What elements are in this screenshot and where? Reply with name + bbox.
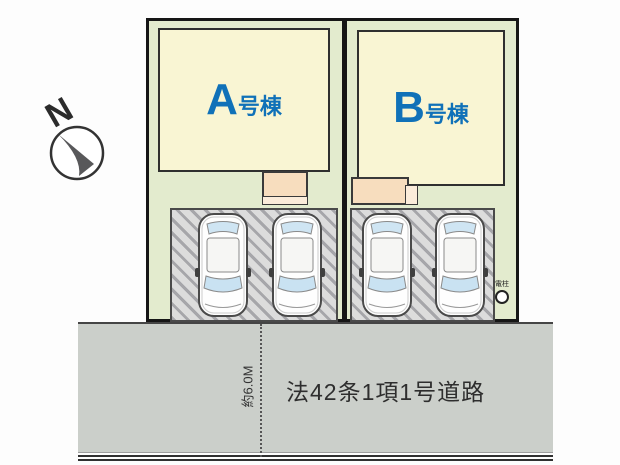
building-a-label: A 号棟 [206,78,282,122]
utility-pole-icon [495,290,509,304]
building-b-porch [351,177,409,205]
road-width-dotted-line [260,324,262,457]
compass: N [39,90,105,181]
road-width-label: 約6.0M [240,365,256,408]
car-icon [359,213,415,317]
building-a-porch [262,171,308,198]
building-b-label: B 号棟 [393,86,469,130]
building-b: B 号棟 [357,30,505,186]
car-icon [195,213,251,317]
building-a-letter: A [206,75,238,124]
plot-divider [342,18,347,322]
car-icon [432,213,488,317]
building-a-suffix: 号棟 [237,94,282,119]
road-edge-line [78,455,553,461]
building-a-entrance-step [262,196,308,205]
building-b-entrance-step [405,185,418,205]
building-b-letter: B [393,83,425,132]
road-area [78,322,553,453]
building-b-suffix: 号棟 [424,102,469,127]
utility-pole-label: 電柱 [495,281,509,288]
compass-needle-icon [58,134,94,176]
car-icon [269,213,325,317]
building-a: A 号棟 [158,28,330,172]
road-name-label: 法42条1項1号道路 [286,379,486,405]
utility-pole-marker: 電柱 [488,281,516,304]
